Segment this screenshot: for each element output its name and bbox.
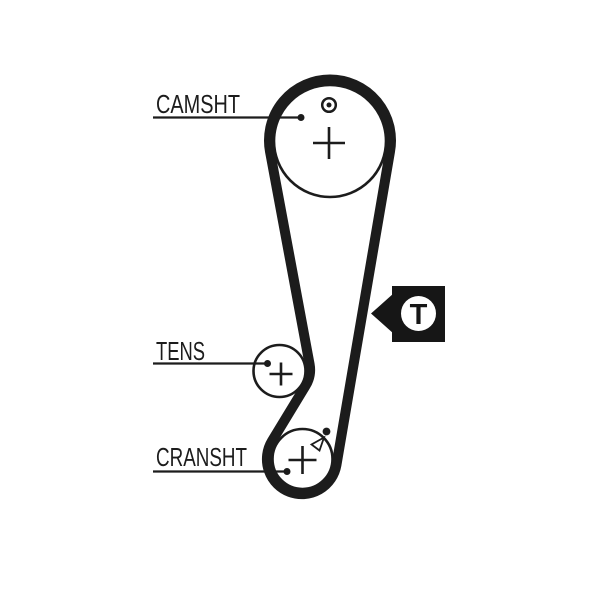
timing-belt [261,74,396,500]
t-marker: T [371,286,445,342]
camshaft-leader-dot [297,114,305,121]
t-marker-circle [401,296,436,331]
tensioner-pulley [252,343,307,399]
crankshaft-leader-line [153,468,291,475]
crankshaft-label: CRANSHT [156,442,247,472]
crankshaft-direction-arrowhead-icon [309,435,326,452]
t-marker-pointer-icon [371,293,394,334]
t-marker-symbol: T [410,299,428,331]
camshaft-timing-dot [326,102,332,108]
camshaft-leader-line [153,114,305,121]
camshaft-center-cross-icon [313,127,345,159]
crankshaft-timing-dot [322,427,331,436]
camshaft-label: CAMSHT [156,89,240,119]
tensioner-leader-dot [264,360,271,367]
camshaft-timing-mark-icon [320,96,338,114]
crankshaft-leader-dot [283,468,291,475]
crankshaft-center-cross-icon [288,446,317,474]
tensioner-leader-line [153,360,271,367]
tensioner-label: TENS [156,336,205,366]
tensioner-center-cross-icon [269,362,293,386]
